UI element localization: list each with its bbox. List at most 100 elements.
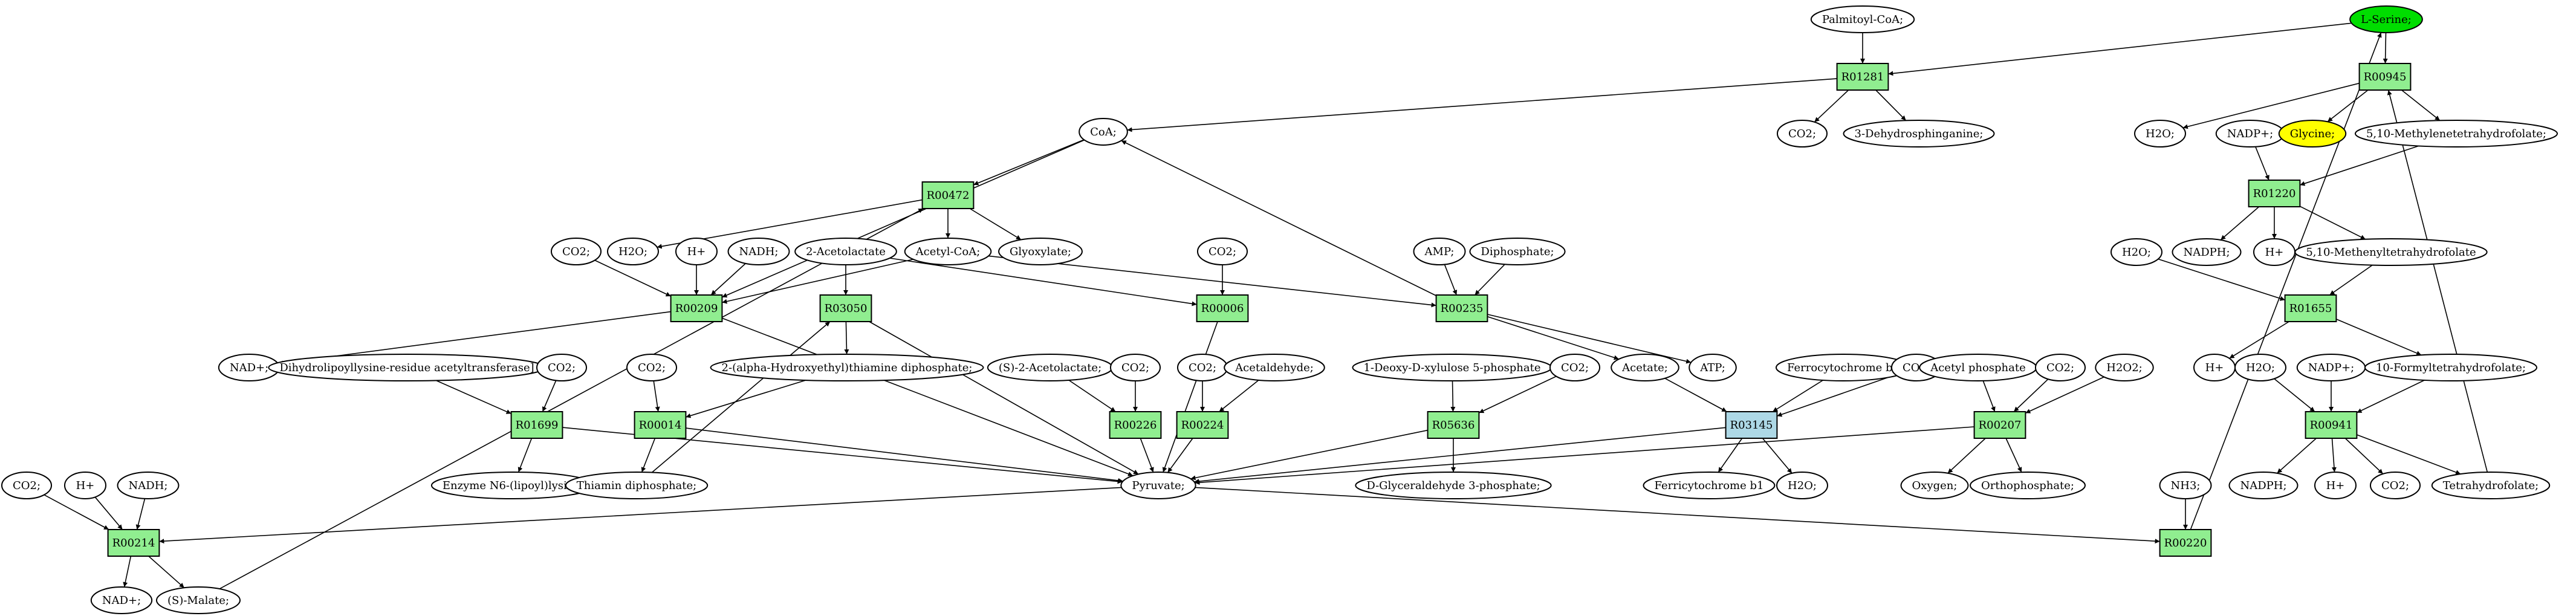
edge-nadh_b-to-r00214 [135, 498, 146, 530]
node-label: 2-Acetolactate [806, 245, 886, 258]
node-label: R01655 [2289, 302, 2332, 315]
node-label: H+ [2326, 479, 2345, 492]
reaction-box [107, 529, 160, 557]
edge-r00014-to-thiamin_diphosphate [641, 438, 656, 473]
node-palmitoyl_coa: Palmitoyl-CoA; [1810, 5, 1915, 33]
edge-r00941-to-nadph_b [2277, 438, 2317, 474]
node-label: H2O2; [2106, 361, 2142, 374]
compound-ellipse [1776, 472, 1828, 499]
edge-r00235-to-atp [1487, 314, 1692, 364]
node-acetyl_coa: Acetyl-CoA; [904, 238, 992, 265]
reaction-box [2159, 529, 2212, 557]
compound-ellipse [998, 238, 1083, 265]
edge-nadh_a-to-r00209 [710, 263, 746, 296]
compound-ellipse [607, 238, 659, 265]
edge-formyl_thf-to-r00941 [2357, 380, 2425, 413]
node-r00214: R00214 [107, 529, 160, 557]
node-label: H+ [2265, 246, 2284, 259]
node-label: R00941 [2310, 419, 2353, 432]
edge-acetaldehyde-to-r00224 [1219, 380, 1259, 412]
node-co2_f: CO2; [1109, 354, 1161, 381]
edge-r00207-to-pyruvate [1195, 426, 1974, 485]
node-label: R00214 [112, 537, 155, 550]
node-ferricytochrome: Ferricytochrome b1 [1643, 472, 1776, 499]
edge-r00209-to-pyruvate [722, 317, 1134, 476]
compound-ellipse [2172, 238, 2242, 266]
reaction-box [1427, 411, 1480, 439]
node-r05636: R05636 [1427, 411, 1480, 439]
node-label: Acetyl-CoA; [915, 245, 981, 258]
reaction-box [2284, 294, 2337, 322]
compound-ellipse [2364, 354, 2538, 381]
edge-co2_h-to-r05636 [1479, 375, 1557, 413]
node-nadph_a: NADPH; [2172, 238, 2242, 266]
node-nadph_b: NADPH; [2228, 472, 2299, 499]
compound-ellipse [1549, 354, 1601, 381]
node-r00235: R00235 [1435, 294, 1488, 322]
reaction-box [510, 411, 563, 439]
node-oxygen: Oxygen; [1900, 472, 1969, 499]
edge-acetolactate-to-r00006 [889, 258, 1197, 306]
node-label: (S)-2-Acetolactate; [999, 361, 1101, 374]
compound-ellipse [90, 586, 153, 614]
reaction-box [819, 294, 872, 322]
node-label: R00235 [1441, 302, 1484, 315]
node-acetate: Acetate; [1611, 354, 1679, 381]
reaction-box [634, 411, 687, 439]
node-co2_a: CO2; [1776, 120, 1828, 148]
edge-hplus_d-to-r00214 [94, 496, 123, 530]
compound-ellipse [794, 238, 897, 265]
reaction-box [2248, 180, 2301, 207]
edge-r00214-to-nadplus_b [123, 556, 132, 588]
node-h2o_b: H2O; [607, 238, 659, 265]
edge-co2_i-to-r03145 [1777, 374, 1896, 417]
reaction-box [1725, 411, 1778, 439]
compound-ellipse [550, 238, 602, 265]
node-label: Palmitoyl-CoA; [1822, 13, 1903, 26]
edge-r01281-to-coa [1127, 78, 1837, 132]
node-label: H2O; [1788, 479, 1817, 492]
node-label: CO2; [1209, 245, 1236, 258]
node-hplus_b: H+ [2253, 238, 2295, 266]
node-label: CoA; [1090, 126, 1117, 138]
node-s_malate: (S)-Malate; [155, 586, 241, 614]
compound-ellipse [2294, 238, 2488, 266]
node-label: R00224 [1181, 419, 1224, 432]
node-l_serine: L-Serine; [2349, 5, 2423, 33]
reaction-box [2305, 411, 2358, 439]
reaction-box [1435, 294, 1488, 322]
compound-ellipse [1611, 354, 1679, 381]
node-label: NADH; [129, 479, 168, 492]
compound-ellipse [1224, 354, 1325, 381]
compound-ellipse [1, 472, 53, 499]
compound-ellipse [2349, 5, 2423, 33]
node-label: CO2; [2381, 479, 2409, 492]
compound-ellipse [1689, 354, 1737, 381]
node-hydroxyethyl_thpp: 2-(alpha-Hydroxyethyl)thiamine diphospha… [710, 354, 984, 381]
node-hplus_c: H+ [2193, 354, 2236, 381]
node-r00945: R00945 [2358, 63, 2412, 91]
node-deoxy_xylulose: 1-Deoxy-D-xylulose 5-phosphate [1352, 354, 1552, 381]
edge-r01655-to-hplus_c [2229, 321, 2289, 359]
edge-co2_j-to-r00207 [2013, 378, 2049, 412]
compound-ellipse [1109, 354, 1161, 381]
compound-ellipse [727, 238, 790, 265]
compound-ellipse [1810, 5, 1915, 33]
node-methenyl_thf: 5,10-Methenyltetrahydrofolate [2294, 238, 2488, 266]
node-acetaldehyde: Acetaldehyde; [1224, 354, 1325, 381]
node-glycine: Glycine; [2278, 120, 2347, 148]
edge-r00945-to-glycine [2327, 89, 2369, 123]
node-nadh_a: NADH; [727, 238, 790, 265]
node-label: R00014 [639, 419, 682, 432]
node-co2_e: CO2; [626, 354, 678, 381]
edge-r00945-to-h2o_a [2182, 82, 2360, 129]
node-label: Thiamin diphosphate; [577, 479, 697, 492]
compound-ellipse [1120, 472, 1196, 499]
edge-r03145-to-pyruvate [1194, 427, 1726, 484]
compound-ellipse [2278, 120, 2347, 148]
node-label: CO2; [1561, 361, 1589, 374]
node-label: NH3; [2171, 479, 2201, 492]
edge-l_serine-to-r01281 [1888, 22, 2352, 76]
edge-r01281-to-co2_a [1814, 89, 1849, 123]
